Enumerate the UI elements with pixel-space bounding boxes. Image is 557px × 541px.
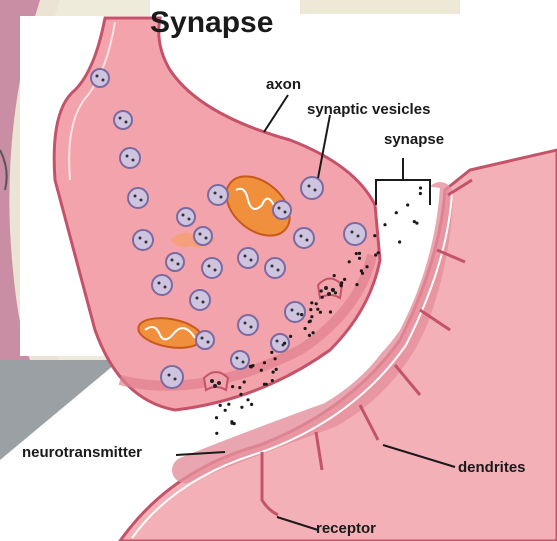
neurotransmitter-dot	[316, 308, 319, 311]
vesicle	[128, 188, 148, 208]
diagram-title: Synapse	[150, 6, 273, 40]
neurotransmitter-dot	[240, 406, 243, 409]
neurotransmitter-dot	[413, 220, 416, 223]
neurotransmitter-dot	[374, 253, 377, 256]
neurotransmitter-dot	[310, 301, 313, 304]
neurotransmitter-dot	[343, 278, 346, 281]
neurotransmitter-dot	[398, 240, 401, 243]
neurotransmitter-dot	[233, 422, 236, 425]
neurotransmitter-dot	[271, 379, 274, 382]
neurotransmitter-dot	[250, 403, 253, 406]
vesicle	[161, 366, 183, 388]
neurotransmitter-dot	[215, 432, 218, 435]
neurotransmitter-dot	[300, 313, 303, 316]
neurotransmitter-dot	[249, 365, 252, 368]
neurotransmitter-dot	[406, 203, 409, 206]
neurotransmitter-dot	[334, 291, 337, 294]
neurotransmitter-dot	[308, 334, 311, 337]
neurotransmitter-dot	[358, 257, 361, 260]
neurotransmitter-dot	[227, 403, 230, 406]
neurotransmitter-dot	[304, 327, 307, 330]
vesicle	[190, 290, 210, 310]
vesicle	[177, 208, 195, 226]
vesicle	[120, 148, 140, 168]
neurotransmitter-dot	[355, 252, 358, 255]
neurotransmitter-dot	[419, 192, 422, 195]
neurotransmitter-dot	[361, 272, 364, 275]
neurotransmitter-dot	[238, 386, 241, 389]
neurotransmitter-dot	[239, 393, 242, 396]
neurotransmitter-dot	[215, 416, 218, 419]
vesicle	[152, 275, 172, 295]
neurotransmitter-dot	[283, 342, 286, 345]
vesicle	[231, 351, 249, 369]
neurotransmitter-dot	[383, 223, 386, 226]
neurotransmitter-dot	[263, 361, 266, 364]
neurotransmitter-dot	[224, 409, 227, 412]
vesicle	[166, 253, 184, 271]
neurotransmitter-dot	[340, 284, 343, 287]
neurotransmitter-dot	[272, 371, 275, 374]
neurotransmitter-dot	[231, 385, 234, 388]
neurotransmitter-dot	[310, 315, 313, 318]
neurotransmitter-dot	[312, 331, 315, 334]
neurotransmitter-dot	[355, 283, 358, 286]
vesicle	[271, 334, 289, 352]
vesicle	[114, 111, 132, 129]
dendrites-label: dendrites	[458, 459, 526, 476]
neurotransmitter-dot	[358, 252, 361, 255]
neurotransmitter-dot	[289, 335, 292, 338]
neurotransmitter-dot	[321, 296, 324, 299]
vesicle	[202, 258, 222, 278]
synapse-label: synapse	[384, 131, 444, 148]
neurotransmitter-dot	[270, 351, 273, 354]
neurotransmitter-dot	[243, 380, 246, 383]
vesicle	[273, 201, 291, 219]
receptor-label: receptor	[316, 520, 376, 537]
neurotransmitter-dot	[319, 311, 322, 314]
vesicle	[265, 258, 285, 278]
neurotransmitter-dot	[365, 265, 368, 268]
neurotransmitter-dot	[395, 211, 398, 214]
neurotransmitter-dot	[309, 308, 312, 311]
neurotransmitter-dot	[263, 383, 266, 386]
neurotransmitter-dot	[419, 186, 422, 189]
neurotransmitter-dot	[320, 289, 323, 292]
neurotransmitter-dot	[329, 310, 332, 313]
neurotransmitter-dot	[348, 260, 351, 263]
neurotransmitter-dot	[333, 274, 336, 277]
neurotransmitter-dot	[377, 251, 380, 254]
vesicle	[301, 177, 323, 199]
vesicle	[91, 69, 109, 87]
vesicle	[294, 228, 314, 248]
synaptic-vesicles-label: synaptic vesicles	[307, 101, 430, 118]
axon-label: axon	[266, 76, 301, 93]
neurotransmitter-dot	[274, 357, 277, 360]
neurotransmitter-dot	[373, 234, 376, 237]
vesicle	[194, 227, 212, 245]
vesicle	[208, 185, 228, 205]
vesicle	[238, 248, 258, 268]
neurotransmitter-dot	[260, 369, 263, 372]
neurotransmitter-label: neurotransmitter	[22, 444, 142, 461]
neurotransmitter-dot	[275, 368, 278, 371]
vesicle	[196, 331, 214, 349]
neurotransmitter-dot	[308, 320, 311, 323]
vesicle	[285, 302, 305, 322]
vesicle	[133, 230, 153, 250]
neurotransmitter-dot	[219, 404, 222, 407]
vesicle	[344, 223, 366, 245]
neurotransmitter-dot	[315, 302, 318, 305]
neurotransmitter-dot	[331, 288, 334, 291]
vesicle	[238, 315, 258, 335]
neurotransmitter-dot	[246, 398, 249, 401]
